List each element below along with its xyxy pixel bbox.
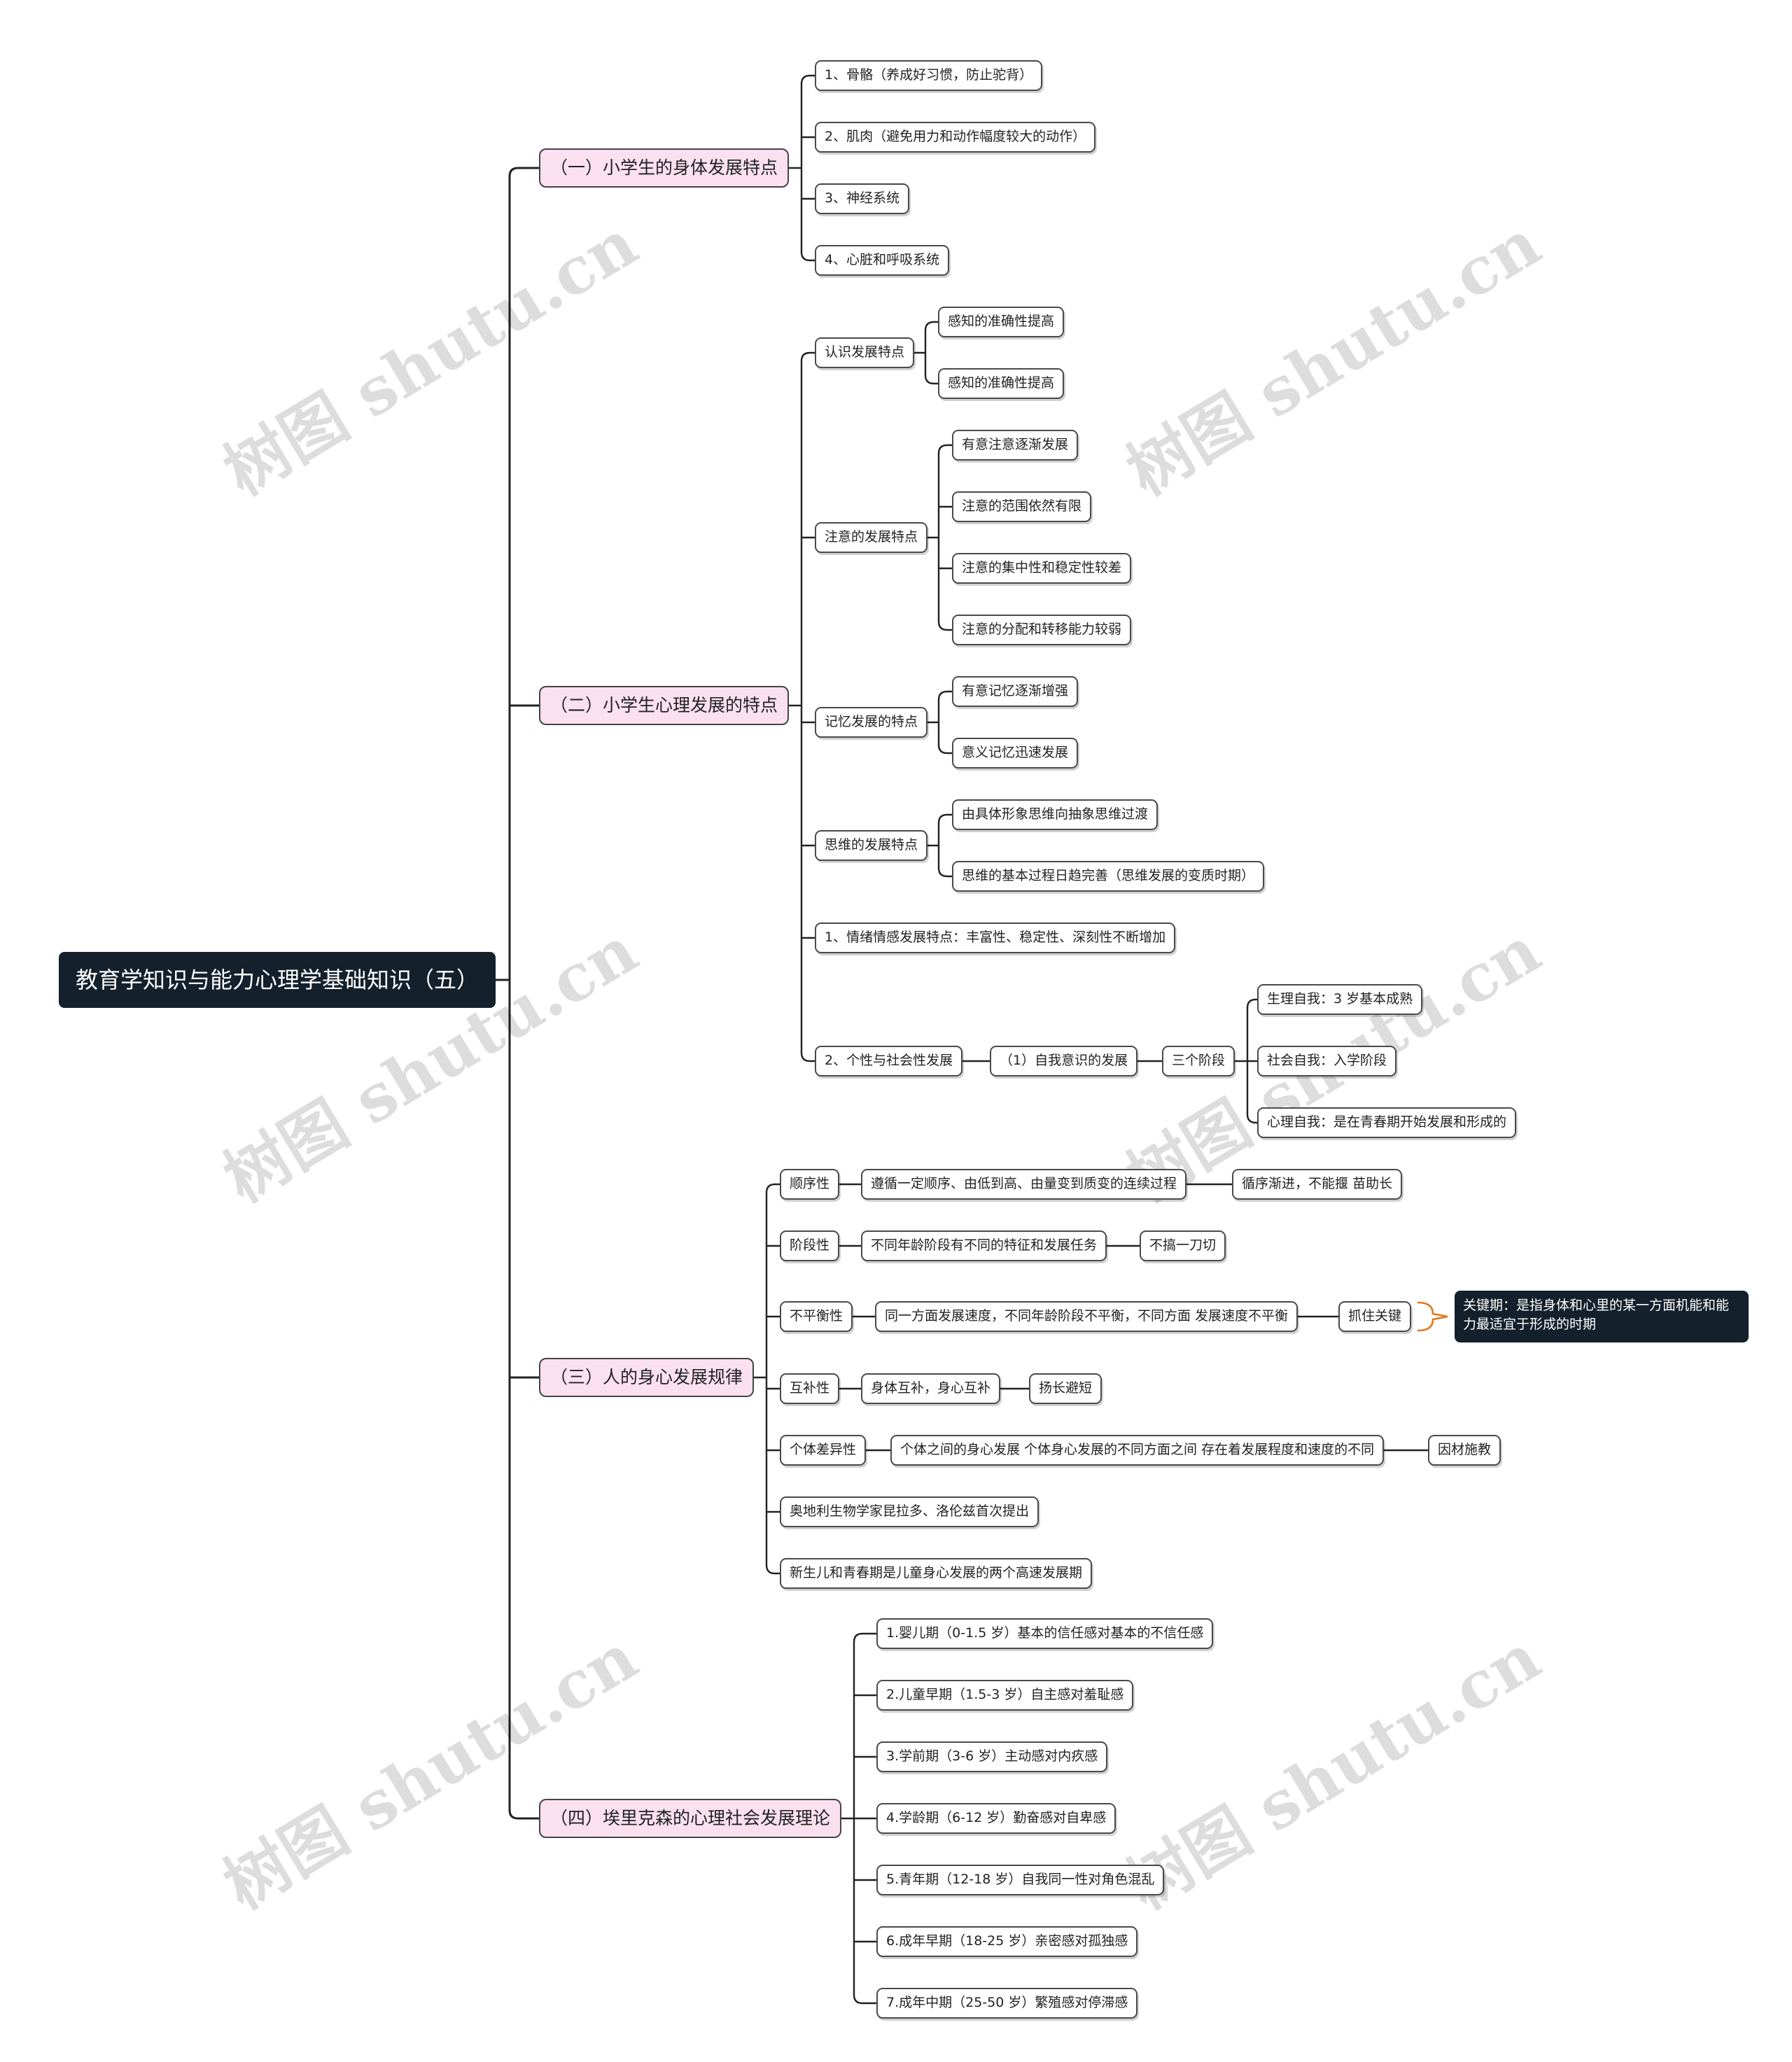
topic-node[interactable]: 思维的基本过程日趋完善（思维发展的变质时期） (952, 861, 1265, 892)
topic-node[interactable]: 有意注意逐渐发展 (952, 430, 1079, 461)
connector-line (937, 620, 953, 631)
connector-line (508, 167, 540, 178)
topic-node[interactable]: 注意的集中性和稳定性较差 (952, 553, 1132, 584)
topic-node[interactable]: 循序渐进，不能揠 苗助长 (1232, 1169, 1403, 1200)
watermark: 树图 shutu.cn (1114, 1619, 1553, 1924)
stage-node[interactable]: 3.学前期（3-6 岁）主动感对内疚感 (876, 1741, 1108, 1772)
topic-node[interactable]: 个体之间的身心发展 个体身心发展的不同方面之间 存在着发展程度和速度的不同 (890, 1435, 1385, 1466)
topic-node[interactable]: 有意记忆逐渐增强 (952, 676, 1079, 707)
connector-line (800, 351, 816, 363)
topic-node[interactable]: 互补性 (780, 1373, 840, 1404)
topic-node[interactable]: 阶段性 (780, 1230, 840, 1261)
topic-node[interactable]: 三个阶段 (1162, 1046, 1236, 1076)
stage-node[interactable]: 1.婴儿期（0-1.5 岁）基本的信任感对基本的不信任感 (876, 1618, 1214, 1649)
topic-node[interactable]: 同一方面发展速度，不同年龄阶段不平衡，不同方面 发展速度不平衡 (875, 1301, 1298, 1332)
connector-line (1246, 998, 1259, 1009)
topic-node[interactable]: 由具体形象思维向抽象思维过渡 (952, 799, 1158, 830)
topic-node[interactable]: 感知的准确性提高 (938, 368, 1065, 399)
topic-node[interactable]: 抓住关键 (1338, 1301, 1412, 1332)
topic-node[interactable]: 个体差异性 (780, 1435, 867, 1466)
watermark: 树图 shutu.cn (211, 205, 650, 510)
connector-line (765, 1183, 781, 1194)
topic-node[interactable]: 感知的准确性提高 (938, 307, 1065, 337)
connector-line (853, 1993, 878, 2005)
topic-node[interactable]: 4、心脏和呼吸系统 (815, 245, 950, 276)
connector-line (853, 1632, 878, 1643)
callout-brace (1417, 1301, 1448, 1332)
topic-node[interactable]: 奥地利生物学家昆拉多、洛伦兹首次提出 (780, 1496, 1040, 1527)
note-critical-period[interactable]: 关键期：是指身体和心里的某一方面机能和能力最适宜于形成的时期 (1455, 1291, 1749, 1342)
topic-node[interactable]: 不同年龄阶段有不同的特征和发展任务 (861, 1230, 1107, 1261)
group-cognition[interactable]: 认识发展特点 (815, 337, 915, 368)
stage-node[interactable]: 4.学龄期（6-12 岁）勤奋感对自卑感 (876, 1803, 1116, 1834)
root-topic[interactable]: 教育学知识与能力心理学基础知识（五） (59, 952, 496, 1008)
connector-line (924, 374, 939, 385)
connector-line (508, 1809, 540, 1820)
stage-node[interactable]: 2.儿童早期（1.5-3 岁）自主感对羞耻感 (876, 1680, 1134, 1711)
branch-erikson-theory[interactable]: （四）埃里克森的心理社会发展理论 (539, 1799, 842, 1838)
connector-line (800, 251, 816, 262)
topic-node[interactable]: 不搞一刀切 (1140, 1230, 1226, 1261)
connector-line (937, 813, 953, 825)
topic-node[interactable]: 身体互补，身心互补 (861, 1373, 1001, 1404)
topic-node[interactable]: 生理自我：3 岁基本成熟 (1257, 984, 1423, 1015)
topic-node[interactable]: 社会自我：入学阶段 (1257, 1046, 1397, 1076)
group-thinking[interactable]: 思维的发展特点 (815, 830, 928, 861)
topic-node[interactable]: 新生儿和青春期是儿童身心发展的两个高速发展期 (780, 1558, 1093, 1589)
stage-node[interactable]: 7.成年中期（25-50 岁）繁殖感对停滞感 (876, 1988, 1138, 2019)
group-personality[interactable]: 2、个性与社会性发展 (815, 1046, 963, 1076)
connector-line (765, 1564, 781, 1575)
watermark: 树图 shutu.cn (211, 1619, 650, 1924)
topic-node[interactable]: 意义记忆迅速发展 (952, 738, 1079, 769)
group-memory[interactable]: 记忆发展的特点 (815, 707, 928, 738)
group-attention[interactable]: 注意的发展特点 (815, 522, 928, 553)
watermark: 树图 shutu.cn (211, 912, 650, 1217)
connector-line (800, 74, 816, 85)
topic-node[interactable]: 因材施教 (1428, 1435, 1502, 1466)
connector-line (800, 1051, 816, 1062)
branch-physical-development[interactable]: （一）小学生的身体发展特点 (539, 148, 790, 188)
connector-line (1246, 1113, 1259, 1124)
topic-node[interactable]: 不平衡性 (780, 1301, 853, 1332)
connector-line (937, 867, 953, 878)
watermark: 树图 shutu.cn (1114, 205, 1553, 510)
topic-node[interactable]: 注意的范围依然有限 (952, 491, 1092, 522)
connector-line (937, 444, 953, 455)
topic-node[interactable]: 遵循一定顺序、由低到高、由量变到质变的连续过程 (861, 1169, 1187, 1200)
topic-node[interactable]: 1、骨骼（养成好习惯，防止驼背） (815, 60, 1043, 91)
topic-node[interactable]: 注意的分配和转移能力较弱 (952, 615, 1132, 645)
connector-line (937, 690, 953, 701)
topic-node[interactable]: 2、肌肉（避免用力和动作幅度较大的动作） (815, 122, 1096, 153)
branch-psychological-development[interactable]: （二）小学生心理发展的特点 (539, 686, 790, 725)
topic-node[interactable]: 心理自我：是在青春期开始发展和形成的 (1257, 1107, 1517, 1138)
stage-node[interactable]: 5.青年期（12-18 岁）自我同一性对角色混乱 (876, 1865, 1165, 1895)
group-emotion[interactable]: 1、情绪情感发展特点：丰富性、稳定性、深刻性不断增加 (815, 923, 1176, 953)
branch-development-laws[interactable]: （三）人的身心发展规律 (539, 1358, 755, 1397)
stage-node[interactable]: 6.成年早期（18-25 岁）亲密感对孤独感 (876, 1926, 1138, 1957)
connector-line (924, 321, 939, 332)
topic-node[interactable]: 3、神经系统 (815, 183, 910, 214)
topic-node[interactable]: 顺序性 (780, 1169, 840, 1200)
topic-node[interactable]: 扬长避短 (1029, 1373, 1102, 1404)
connector-line (937, 743, 953, 755)
topic-node[interactable]: （1）自我意识的发展 (990, 1046, 1138, 1076)
